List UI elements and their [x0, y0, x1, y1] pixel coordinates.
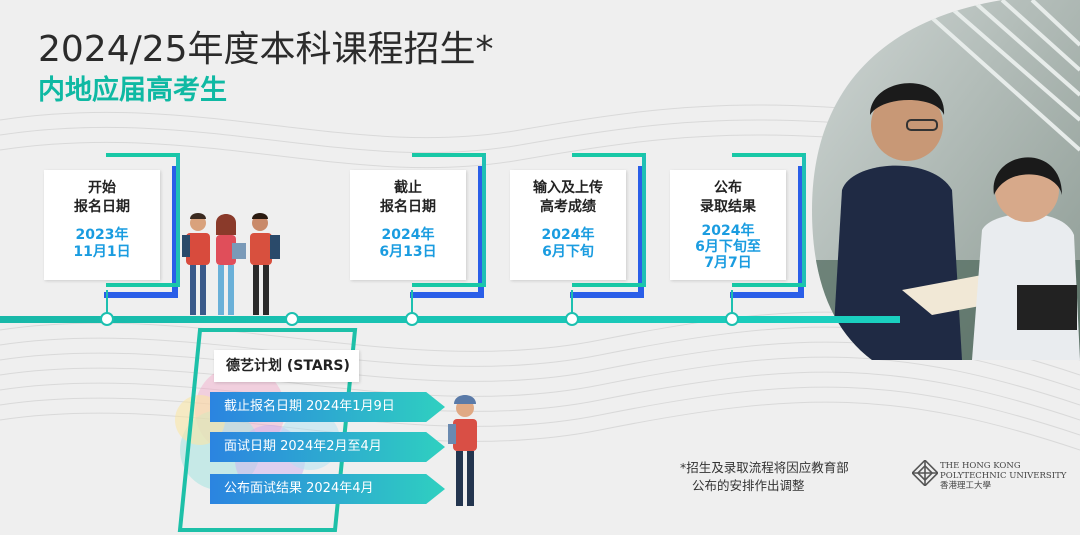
card-label-line1: 开始 — [88, 180, 116, 196]
card-label-line1: 公布 — [714, 180, 742, 196]
logo-line2: POLYTECHNIC UNIVERSITY — [940, 471, 1067, 481]
card-border-teal — [106, 153, 180, 287]
card-label-line2: 报名日期 — [380, 199, 436, 215]
card-date-line2: 11月1日 — [73, 244, 131, 260]
card-date-line1: 2024年 — [701, 223, 755, 239]
timeline-dot — [405, 312, 419, 326]
card-date-line2: 6月下旬至 — [695, 239, 761, 255]
timeline-connector — [411, 290, 413, 320]
timeline-bar — [0, 316, 900, 323]
timeline-connector — [731, 290, 733, 320]
card-label-line2: 报名日期 — [74, 199, 130, 215]
stars-row-results: 公布面试结果 2024年4月 — [210, 474, 445, 504]
card-border-blue — [104, 166, 178, 298]
card-date-line3: 7月7日 — [704, 255, 752, 271]
card-label-line1: 截止 — [394, 180, 422, 196]
timeline-dot — [100, 312, 114, 326]
card-border-teal — [572, 153, 646, 287]
timeline-connector — [106, 290, 108, 320]
card-label-line1: 输入及上传 — [533, 180, 603, 196]
timeline-dot — [725, 312, 739, 326]
card-date-line1: 2024年 — [381, 227, 435, 243]
card-border-teal — [732, 153, 806, 287]
card-border-blue — [730, 166, 804, 298]
card-border-blue — [410, 166, 484, 298]
card-date-line2: 6月下旬 — [542, 244, 594, 260]
timeline-dot — [285, 312, 299, 326]
logo-line1: THE HONG KONG — [940, 461, 1021, 471]
student-illustration — [448, 395, 477, 506]
students-illustration — [182, 213, 280, 315]
footnote-line2: 公布的安排作出调整 — [692, 478, 805, 493]
card-label-line2: 高考成绩 — [540, 199, 596, 215]
students-photo — [812, 0, 1080, 360]
timeline-connector — [571, 290, 573, 320]
stars-heading: 德艺计划 (STARS) — [214, 350, 359, 382]
timeline-dot — [565, 312, 579, 326]
card-date-line2: 6月13日 — [379, 244, 437, 260]
footnote-line1: *招生及录取流程将因应教育部 — [680, 460, 849, 475]
page-subtitle: 内地应届高考生 — [38, 75, 227, 106]
stars-row-interview: 面试日期 2024年2月至4月 — [210, 432, 445, 462]
stars-row-deadline: 截止报名日期 2024年1月9日 — [210, 392, 445, 422]
card-border-blue — [570, 166, 644, 298]
logo-line3: 香港理工大學 — [940, 481, 992, 491]
page-title: 2024/25年度本科课程招生* — [38, 29, 494, 70]
card-date-line1: 2024年 — [541, 227, 595, 243]
card-border-teal — [412, 153, 486, 287]
polyu-logo-text: THE HONG KONG POLYTECHNIC UNIVERSITY 香港理… — [940, 461, 1066, 491]
card-label-line2: 录取结果 — [700, 199, 756, 215]
footnote: *招生及录取流程将因应教育部 公布的安排作出调整 — [680, 459, 849, 495]
polyu-logo-icon — [912, 460, 938, 486]
card-date-line1: 2023年 — [75, 227, 129, 243]
